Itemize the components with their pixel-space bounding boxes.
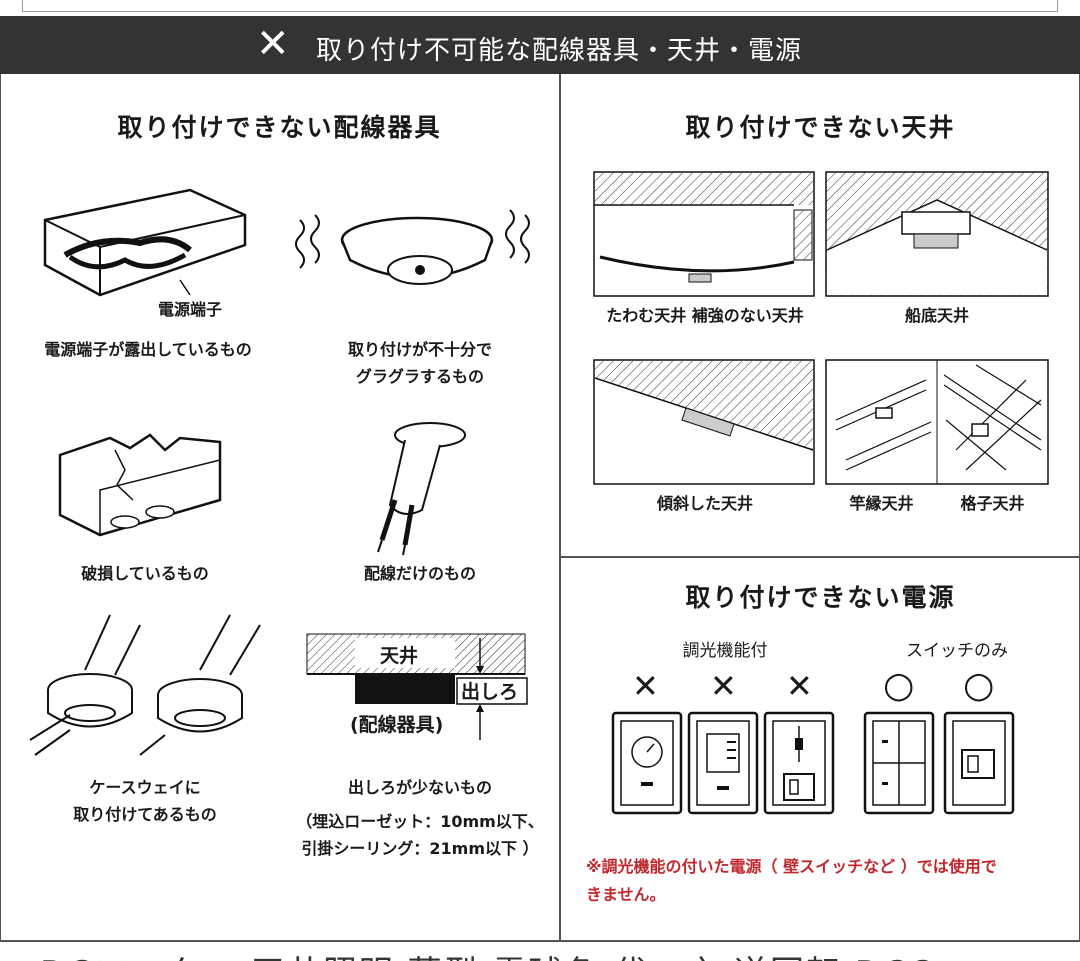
power-note-line1: ※調光機能の付いた電源（ 壁スイッチなど ）では使用で — [586, 857, 997, 876]
caption-margin-line3: 引掛シーリング：21mm以下 ） — [301, 839, 539, 858]
header-title: 取り付け不可能な配線器具・天井・電源 — [316, 36, 803, 66]
boat-ceiling-illustration — [825, 171, 1049, 297]
group-label-dimmer: 調光機能付 — [682, 641, 768, 661]
exposed-terminal-illustration — [43, 188, 247, 297]
switch-plates-illustration — [611, 711, 1015, 815]
caption-loose-line1: 取り付けが不十分で — [347, 340, 492, 359]
label-sloped-ceiling: 傾斜した天井 — [656, 494, 753, 513]
section-title-fixtures: 取り付けできない配線器具 — [117, 113, 442, 142]
sloped-ceiling-illustration — [593, 359, 815, 485]
left-border — [0, 74, 1, 942]
label-lattice-ceiling: 格子天井 — [960, 494, 1025, 513]
group-label-switch-only: スイッチのみ — [906, 641, 1008, 661]
margin-diagram — [306, 633, 528, 740]
ok-mark-1: ○ — [883, 665, 915, 706]
bottom-border — [0, 940, 1080, 942]
power-note-line2: きません。 — [586, 885, 666, 904]
loose-fixture-illustration — [295, 209, 530, 285]
caption-margin-line1: 出しろが少ないもの — [347, 778, 492, 797]
caption-caseway-line1: ケースウェイに — [89, 778, 201, 797]
lattice-ceiling-illustration — [825, 359, 1049, 485]
label-sagging-ceiling: たわむ天井 補強のない天井 — [606, 306, 804, 325]
terminal-label: 電源端子 — [158, 300, 223, 319]
sagging-ceiling-illustration — [593, 171, 815, 297]
diagram-margin-label: 出しろ — [461, 681, 519, 703]
vertical-divider — [559, 74, 561, 942]
section-title-ceilings: 取り付けできない天井 — [685, 113, 956, 142]
caption-damaged: 破損しているもの — [81, 564, 209, 583]
caption-exposed-terminal: 電源端子が露出しているもの — [44, 340, 252, 359]
caption-caseway-line2: 取り付けてあるもの — [73, 805, 217, 824]
top-strip — [0, 0, 1080, 18]
ng-mark-2: ✕ — [710, 667, 737, 705]
bare-wire-illustration — [377, 422, 466, 556]
label-boat-ceiling: 船底天井 — [904, 306, 969, 325]
diagram-ceiling-label: 天井 — [380, 645, 419, 667]
caseway-illustration — [29, 614, 261, 756]
ok-mark-2: ○ — [963, 665, 995, 706]
caption-wire-only: 配線だけのもの — [363, 564, 476, 583]
ng-mark-3: ✕ — [786, 667, 813, 705]
diagram-device-label: (配線器具) — [350, 714, 444, 736]
horizontal-divider — [561, 556, 1080, 558]
caption-margin-line2: （埋込ローゼット：10mm以下、 — [296, 812, 544, 831]
ng-mark-1: ✕ — [632, 667, 659, 705]
label-rod-edge-ceiling: 竿縁天井 — [849, 494, 914, 513]
section-title-power: 取り付けできない電源 — [685, 583, 956, 612]
cross-icon: ✕ — [256, 21, 290, 67]
damaged-box-illustration — [58, 433, 222, 537]
caption-loose-line2: グラグラするもの — [355, 367, 484, 386]
header-bar: ✕ 取り付け不可能な配線器具・天井・電源 — [0, 16, 1080, 74]
bottom-cutoff-text: DCモーター 天井照明 薄型 電球色 代エ之 逆回転 DCC — [40, 946, 934, 961]
